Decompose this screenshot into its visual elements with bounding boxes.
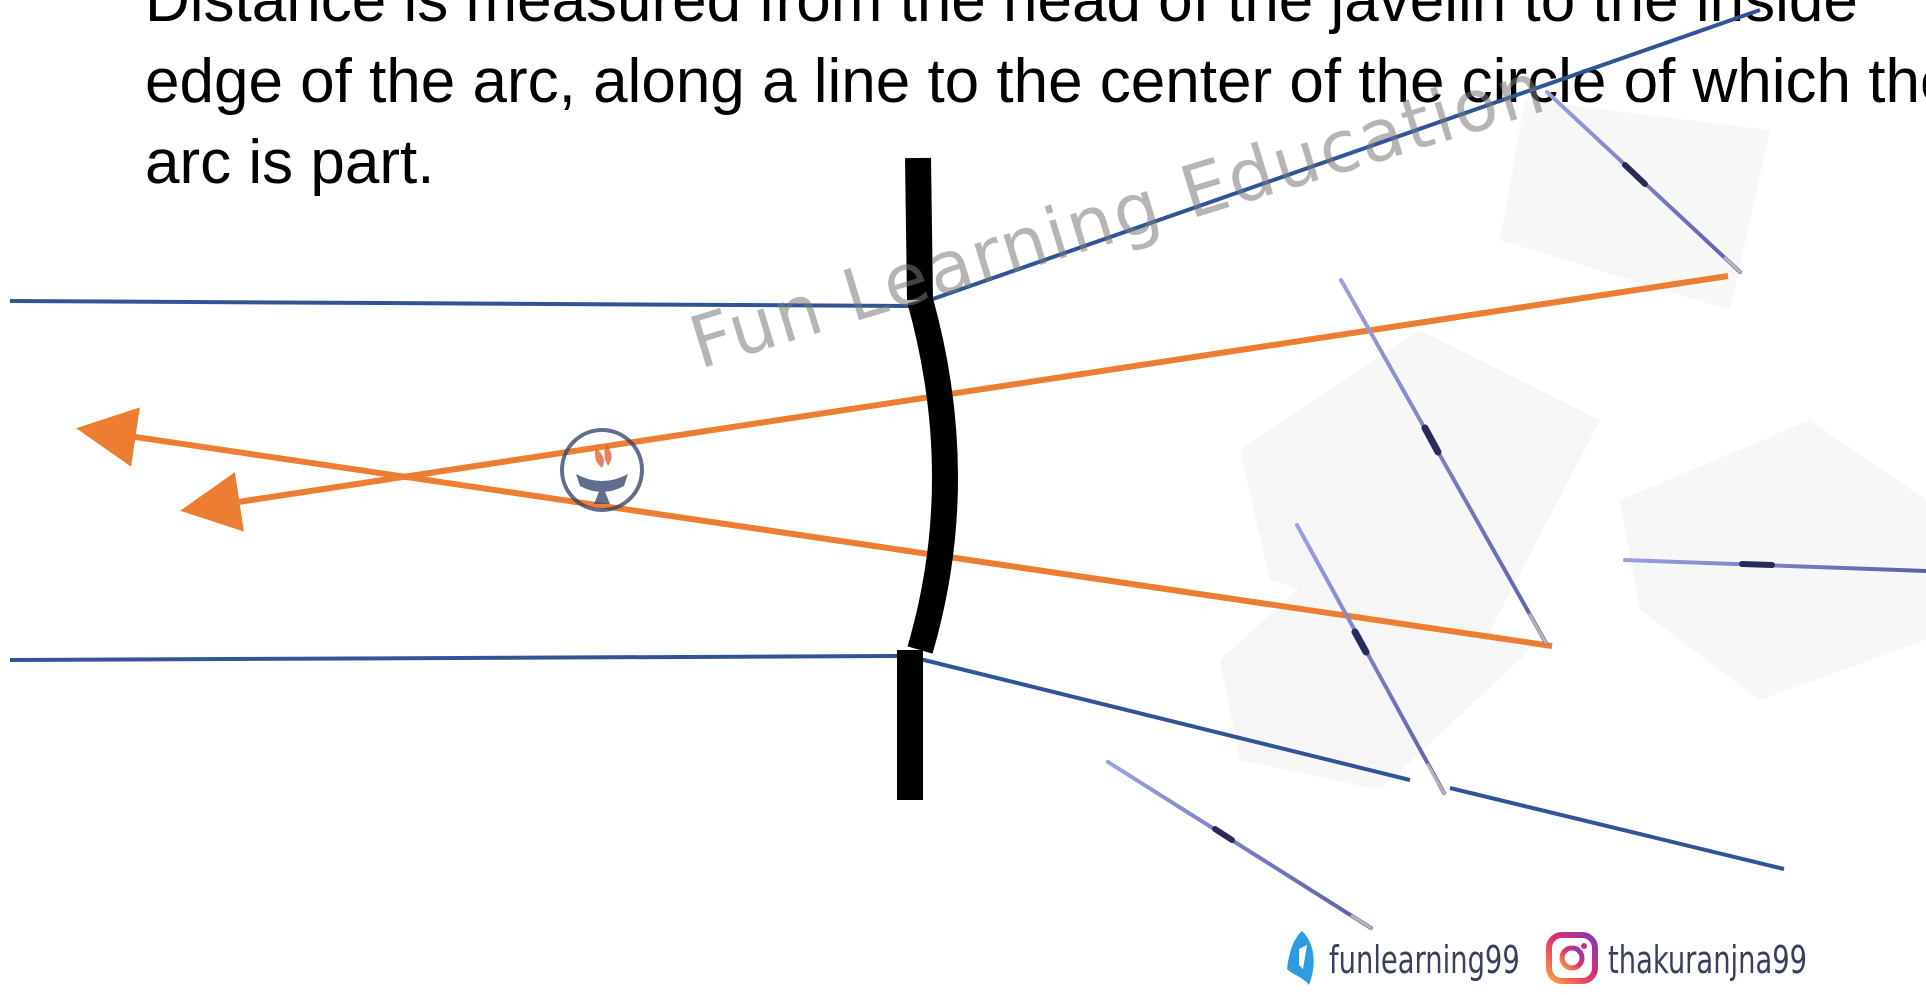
javelin-2 — [1339, 278, 1548, 645]
measurement-lines — [76, 273, 1729, 649]
javelins — [1106, 90, 1926, 930]
arc-upper-post — [905, 157, 933, 301]
instagram-handle-text: thakuranjna99 — [1607, 938, 1807, 982]
left-upper-run-up-line — [9, 299, 916, 308]
instagram-handle[interactable]: thakuranjna99 — [1545, 931, 1884, 989]
throwing-arc — [897, 157, 958, 800]
lower-sector-line — [919, 657, 1411, 782]
caption-line-1: Distance is measured from the head of th… — [145, 0, 1858, 35]
javelin-photo-backgrounds — [1220, 100, 1926, 790]
arc-curve — [907, 296, 958, 654]
caption-line-3: arc is part. — [145, 128, 435, 197]
javelin-3 — [1295, 523, 1446, 795]
telegram-icon — [1285, 929, 1319, 992]
left-lower-run-up-line — [9, 654, 901, 662]
javelin-1 — [1545, 90, 1742, 274]
javelin-4 — [1106, 760, 1373, 930]
sector-lines — [9, 8, 1785, 871]
telegram-handle-text: funlearning99 — [1329, 938, 1520, 982]
lower-sector-line-end — [1449, 786, 1785, 871]
javelin-5 — [1623, 558, 1926, 573]
caption-text: Distance is measured from the head of th… — [145, 0, 1926, 203]
upper-measure-line — [180, 273, 1729, 532]
logo-icon — [560, 428, 644, 512]
social-handles: funlearning99 thakuranjna9 — [1285, 930, 1926, 990]
lower-measure-line — [76, 407, 1553, 649]
instagram-icon — [1545, 931, 1598, 989]
telegram-handle[interactable]: funlearning99 — [1285, 929, 1520, 992]
upper-sector-line — [929, 8, 1761, 302]
caption-line-2: edge of the arc, along a line to the cen… — [145, 47, 1926, 116]
